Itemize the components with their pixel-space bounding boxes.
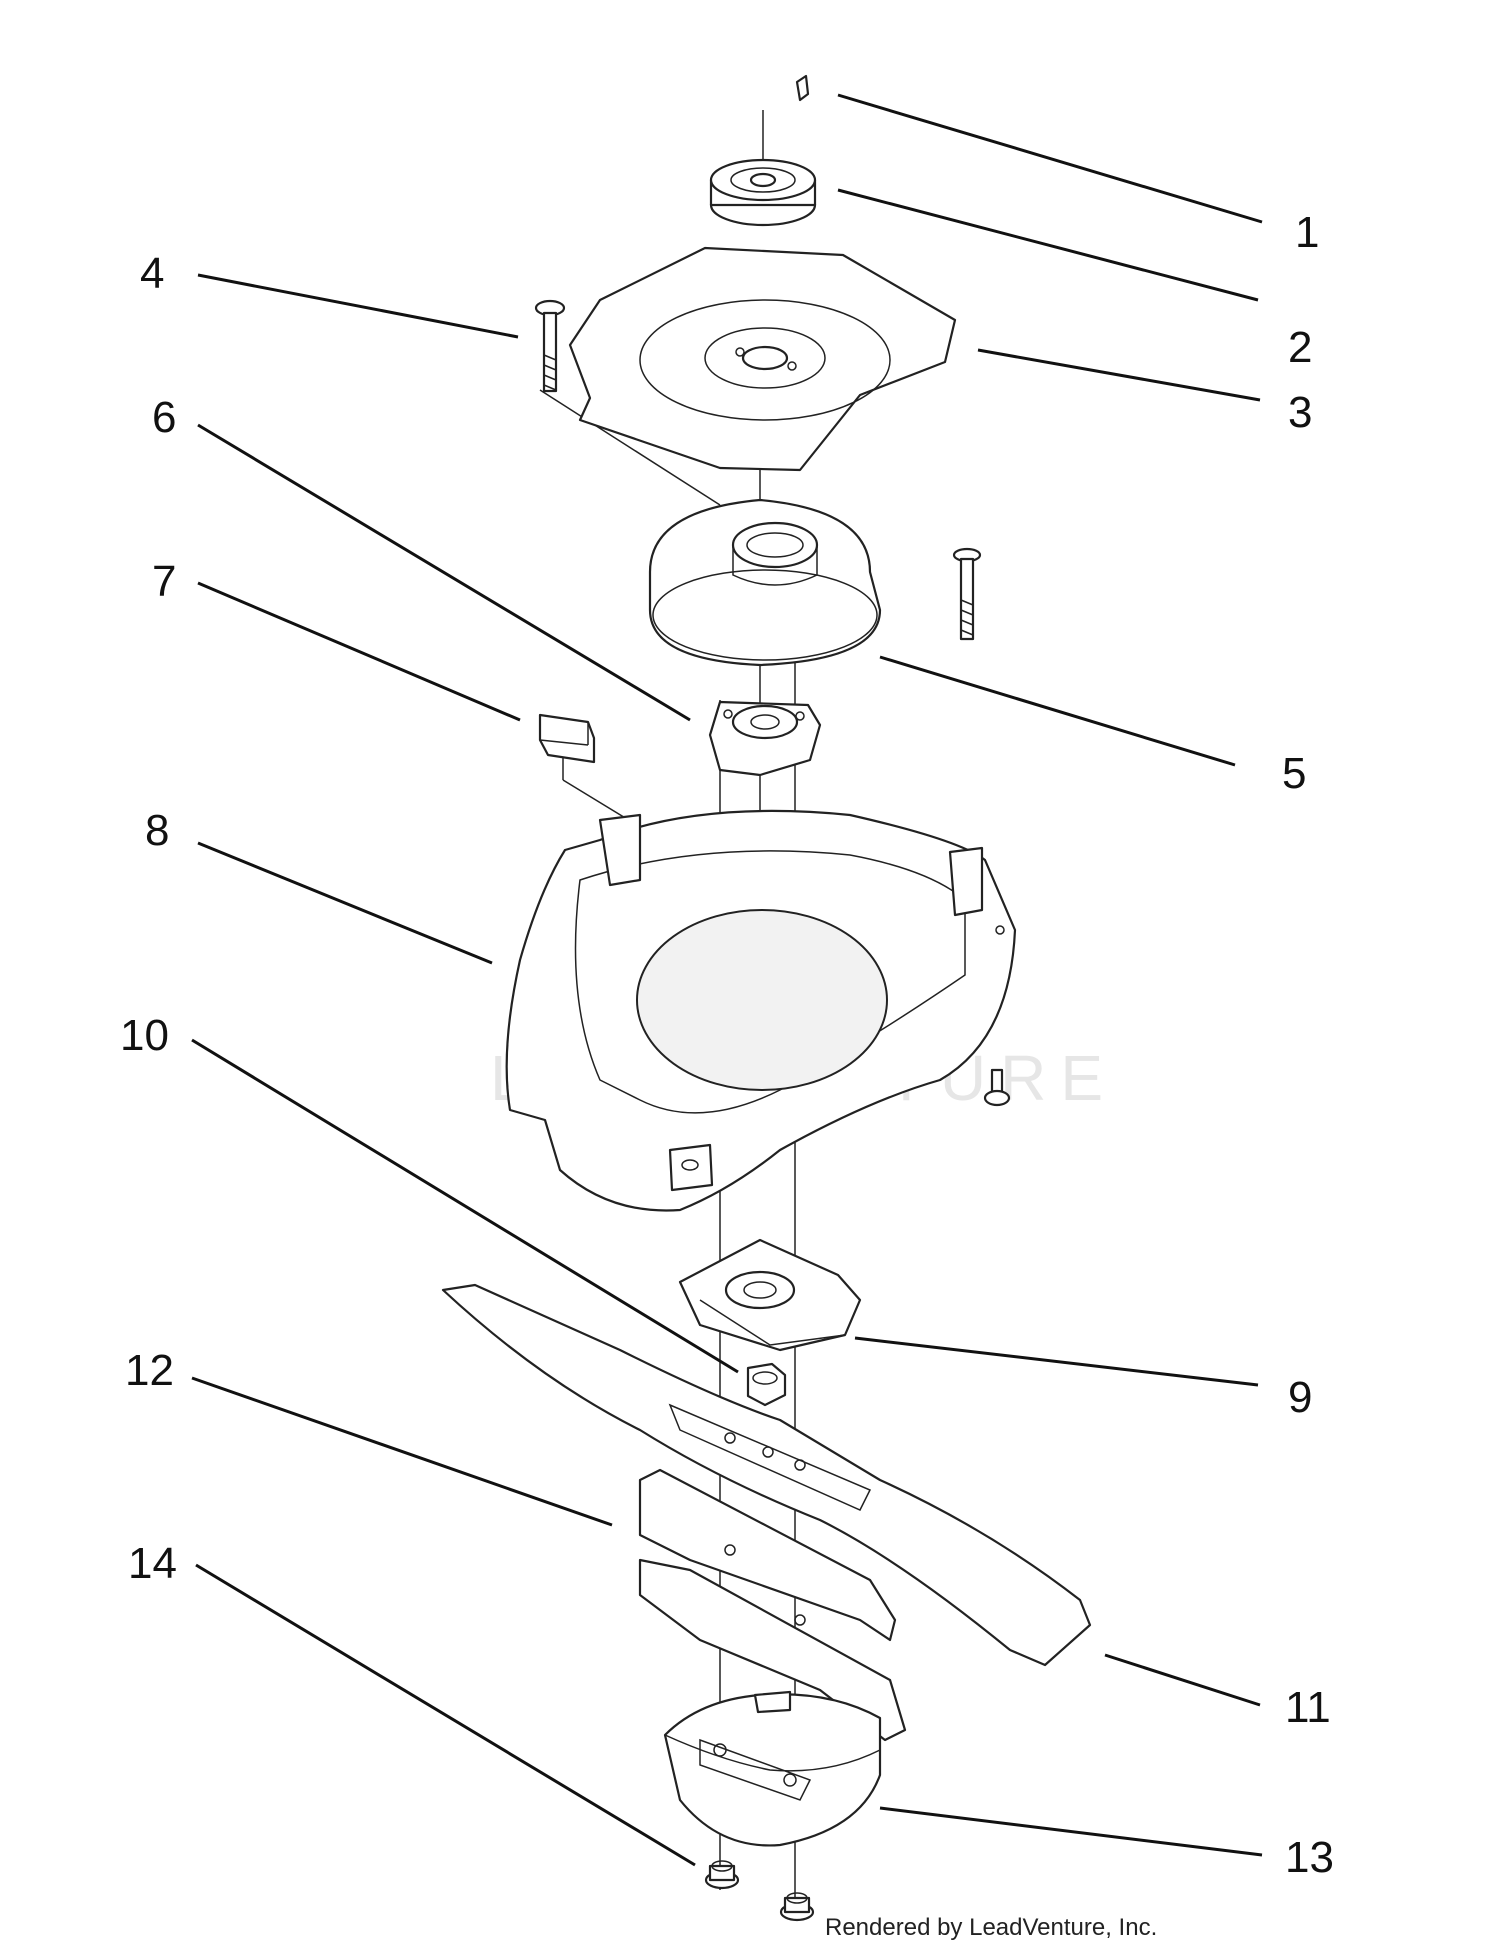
- callout-7: 7: [152, 557, 176, 606]
- callout-10: 10: [120, 1011, 169, 1060]
- part-5-clutch-housing: [648, 498, 882, 667]
- part-1-key: [795, 74, 810, 102]
- part-4-bolt: [534, 299, 566, 393]
- callout-4: 4: [140, 249, 164, 298]
- part-14-nut-right: [779, 1892, 815, 1922]
- callout-11: 11: [1285, 1683, 1331, 1732]
- part-11-blade: [441, 1283, 1092, 1667]
- part-5-bolt: [952, 547, 982, 641]
- callout-labels: 1 2 3 4 5 6 7 8 9 10 11 12 13 14: [120, 208, 1334, 1882]
- part-7-block: [538, 713, 596, 764]
- part-2-pulley: [709, 158, 817, 227]
- callout-2: 2: [1288, 323, 1312, 372]
- part-9-blade-adapter: [678, 1238, 862, 1352]
- callout-8: 8: [145, 806, 169, 855]
- part-3-mounting-plate: [568, 246, 957, 472]
- callout-12: 12: [125, 1346, 174, 1395]
- callout-9: 9: [1288, 1373, 1312, 1422]
- part-12-mulching-blade: [638, 1468, 907, 1742]
- credit-text: Rendered by LeadVenture, Inc.: [825, 1914, 1157, 1941]
- part-10-nut: [746, 1362, 787, 1407]
- callout-1: 1: [1295, 208, 1319, 257]
- callout-13: 13: [1285, 1833, 1334, 1882]
- part-8-screw: [983, 1068, 1011, 1107]
- callout-3: 3: [1288, 388, 1312, 437]
- part-13-cup: [663, 1690, 882, 1847]
- part-6-flange-bearing: [708, 700, 822, 777]
- part-14-nut-left: [704, 1860, 740, 1890]
- leader-lines: [191, 93, 1263, 1867]
- callout-6: 6: [152, 393, 176, 442]
- callout-5: 5: [1282, 749, 1306, 798]
- part-8-deck-housing: [505, 809, 1017, 1212]
- callout-14: 14: [128, 1539, 177, 1588]
